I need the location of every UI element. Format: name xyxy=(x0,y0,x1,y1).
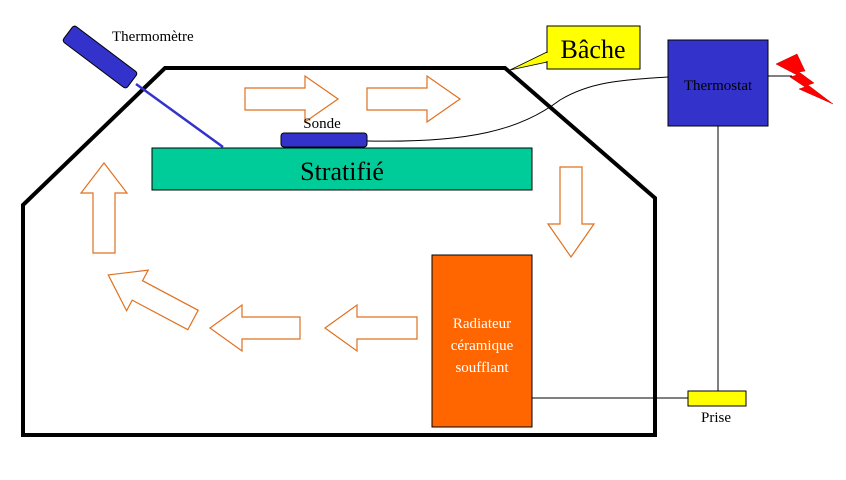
probe-sensor xyxy=(280,132,368,148)
laminate-panel xyxy=(151,147,533,191)
airflow-arrow-right-2 xyxy=(366,74,462,124)
airflow-arrow-diagonal xyxy=(107,269,199,331)
thermometer-stem xyxy=(135,82,224,149)
airflow-arrow-down xyxy=(546,166,596,259)
thermometer-icon xyxy=(62,25,138,89)
thermostat-label: Thermostat xyxy=(684,78,753,94)
airflow-arrow-left-2 xyxy=(208,303,301,353)
tarp-callout xyxy=(546,25,641,70)
tarp-callout-pointer xyxy=(509,51,548,71)
lightning-icon xyxy=(775,53,834,105)
thermostat-box xyxy=(667,39,769,127)
airflow-arrow-left-1 xyxy=(323,303,418,353)
power-outlet xyxy=(687,390,747,407)
tarp-label: Bâche xyxy=(561,35,626,64)
outlet-label: Prise xyxy=(701,410,731,426)
heater-label-line3: soufflant xyxy=(455,360,509,376)
heater-label-line2: céramique xyxy=(451,338,514,354)
airflow-arrows xyxy=(79,74,596,353)
airflow-arrow-right-1 xyxy=(244,74,340,124)
laminate-label: Stratifié xyxy=(300,157,384,186)
probe-label: Sonde xyxy=(303,116,341,132)
tarp-enclosure xyxy=(21,66,657,437)
heater-label-line1: Radiateur xyxy=(453,316,511,332)
airflow-arrow-up xyxy=(79,162,129,254)
thermometer-label: Thermomètre xyxy=(112,29,194,45)
probe-wire xyxy=(366,76,669,142)
ceramic-fan-heater xyxy=(431,254,533,428)
